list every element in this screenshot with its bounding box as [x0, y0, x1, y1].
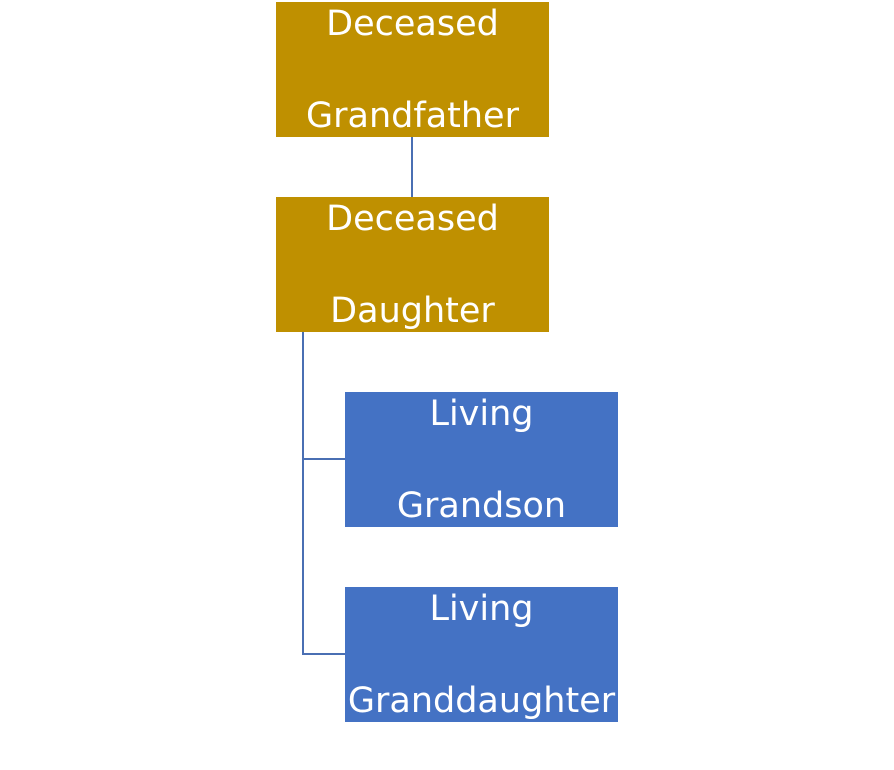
node-living-granddaughter: Living Granddaughter	[345, 587, 618, 722]
connector-to-grandson	[302, 458, 345, 460]
node-label-line1: Deceased	[326, 198, 499, 239]
node-living-grandson: Living Grandson	[345, 392, 618, 527]
family-tree-diagram: Deceased Grandfather Deceased Daughter L…	[276, 2, 618, 722]
node-label-line2: Daughter	[330, 290, 495, 331]
node-label-line1: Living	[429, 588, 534, 629]
node-deceased-grandfather: Deceased Grandfather	[276, 2, 549, 137]
connector-daughter-children	[302, 332, 304, 655]
node-label-line2: Grandson	[396, 485, 567, 526]
node-label-line2: Granddaughter	[347, 680, 616, 721]
node-label-line1: Living	[429, 393, 534, 434]
node-label-line2: Grandfather	[306, 95, 519, 136]
connector-to-granddaughter	[302, 653, 345, 655]
connector-grandfather-daughter	[411, 137, 413, 197]
node-label-line1: Deceased	[326, 3, 499, 44]
node-deceased-daughter: Deceased Daughter	[276, 197, 549, 332]
